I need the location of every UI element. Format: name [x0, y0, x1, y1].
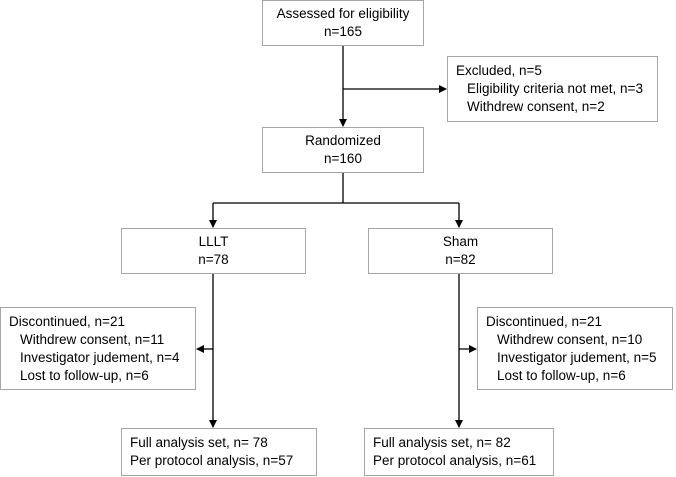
assessed-title: Assessed for eligibility	[276, 6, 410, 21]
lllt-title: LLLT	[198, 234, 229, 249]
excluded-title: Excluded, n=5	[456, 63, 542, 78]
lllt-per-protocol: Per protocol analysis, n=57	[130, 453, 294, 468]
sham-discontinued-title: Discontinued, n=21	[486, 313, 602, 329]
sham-discontinued-reason: Investigator judement, n=5	[497, 349, 657, 365]
lllt-discontinued-reason: Lost to follow-up, n=6	[20, 367, 149, 383]
lllt-full-analysis: Full analysis set, n= 78	[130, 435, 268, 450]
lllt-discontinued-box: Discontinued, n=21 Withdrew consent, n=1…	[0, 307, 196, 390]
randomized-title: Randomized	[305, 133, 381, 148]
sham-count: n=82	[445, 252, 476, 267]
sham-title: Sham	[442, 234, 479, 249]
excluded-reason: Withdrew consent, n=2	[467, 99, 605, 114]
sham-discontinued-box: Discontinued, n=21 Withdrew consent, n=1…	[477, 307, 673, 390]
excluded-box: Excluded, n=5 Eligibility criteria not m…	[447, 56, 658, 122]
lllt-discontinued-title: Discontinued, n=21	[9, 313, 125, 329]
lllt-discontinued-reason: Investigator judement, n=4	[20, 349, 180, 365]
assessed-box: Assessed for eligibility n=165	[262, 0, 424, 46]
sham-discontinued-reason: Lost to follow-up, n=6	[497, 367, 626, 383]
sham-discontinued-reason: Withdrew consent, n=10	[497, 331, 643, 347]
sham-per-protocol: Per protocol analysis, n=61	[373, 453, 537, 468]
sham-analysis-box: Full analysis set, n= 82 Per protocol an…	[364, 428, 554, 476]
sham-full-analysis: Full analysis set, n= 82	[373, 435, 511, 450]
lllt-arm-box: LLLT n=78	[121, 228, 306, 274]
lllt-count: n=78	[198, 252, 229, 267]
assessed-count: n=165	[324, 24, 362, 39]
randomized-box: Randomized n=160	[262, 127, 424, 173]
randomized-count: n=160	[324, 151, 362, 166]
excluded-reason: Eligibility criteria not met, n=3	[467, 81, 643, 96]
sham-arm-box: Sham n=82	[368, 228, 553, 274]
lllt-discontinued-reason: Withdrew consent, n=11	[20, 331, 165, 347]
lllt-analysis-box: Full analysis set, n= 78 Per protocol an…	[121, 428, 317, 476]
